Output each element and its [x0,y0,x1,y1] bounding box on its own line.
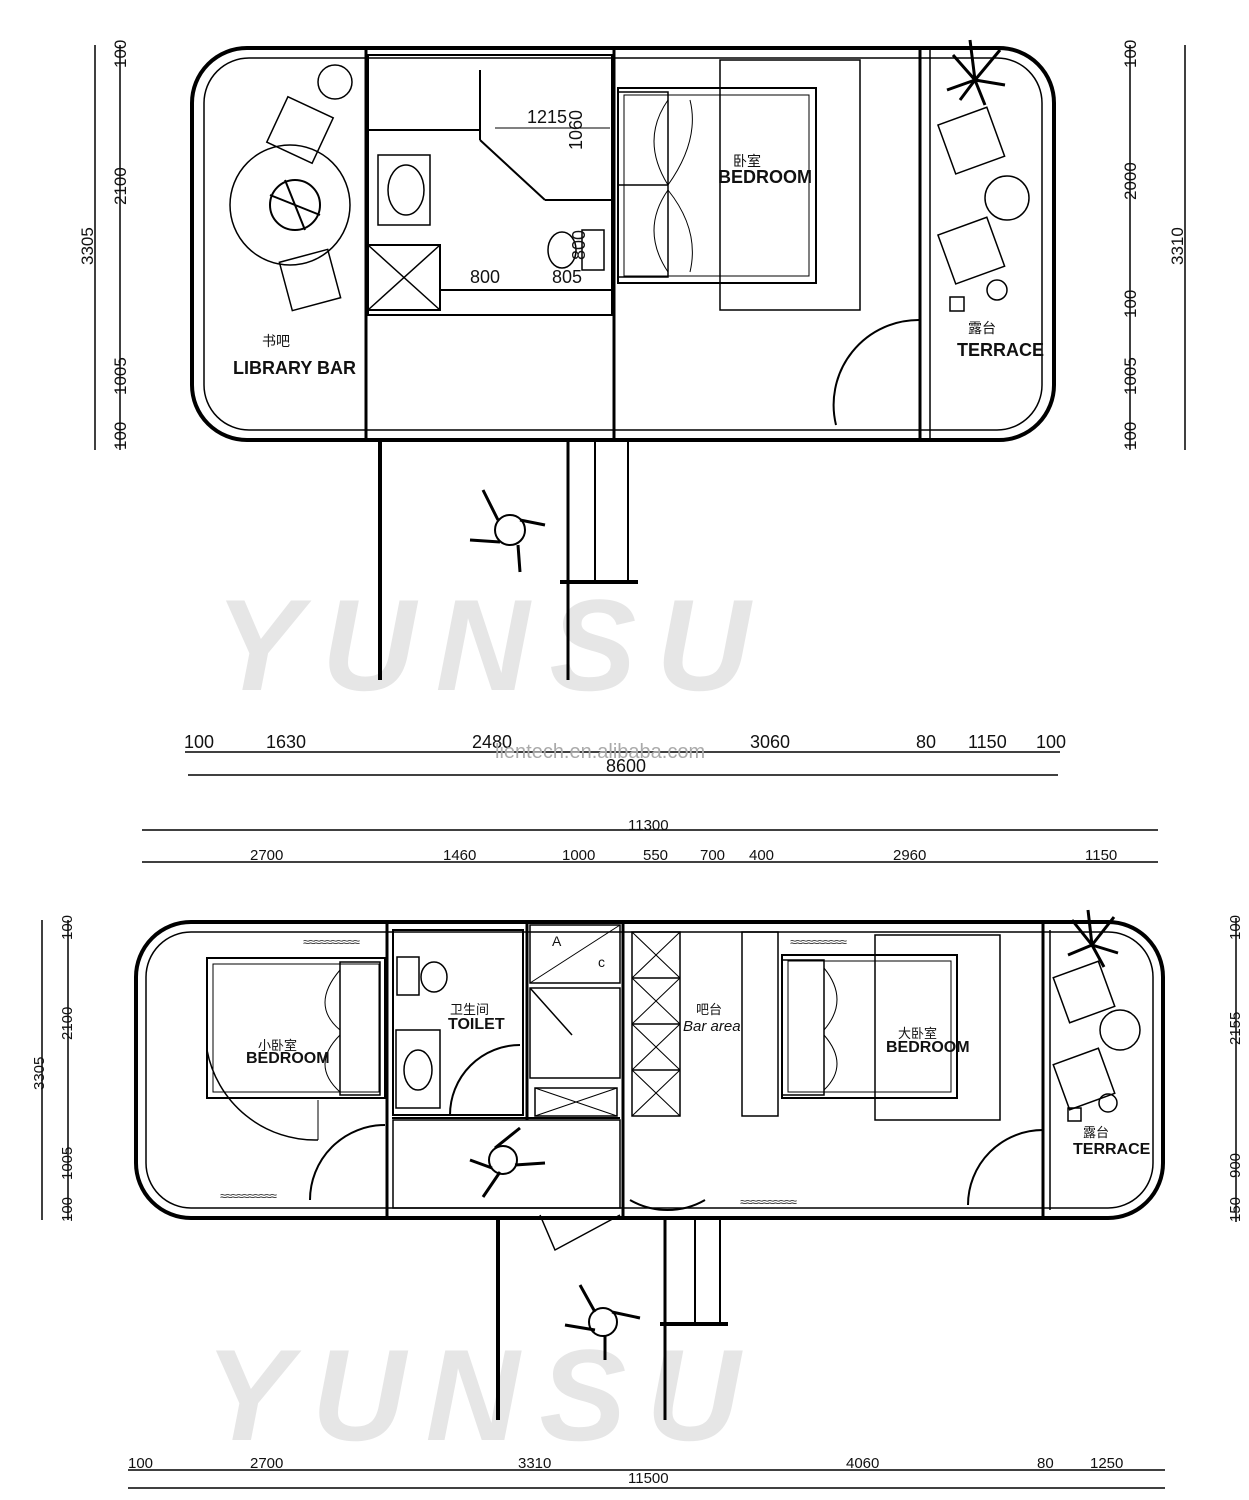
bottom-top-dim-6: 2960 [893,847,926,864]
person-icon-corridor [469,1126,546,1198]
bottom-right-dim-c: 150 [1227,1197,1244,1222]
bottom-bottom-dim-3: 4060 [846,1455,879,1472]
watermark-brand-bottom: YUNSU [205,1322,760,1468]
bottom-top-dim-2: 1000 [562,847,595,864]
bottom-bottom-dim-0: 100 [128,1455,153,1472]
top-bottom-dim-total: 8600 [606,756,646,776]
top-left-dim-total: 3305 [78,227,97,265]
bottom-terrace-label: TERRACE [1073,1141,1151,1158]
svg-text:≈≈≈≈≈≈≈≈≈≈: ≈≈≈≈≈≈≈≈≈≈ [740,1195,797,1209]
top-floor-plan: 1215 1060 800 805 800 卧室 BEDROOM 书吧 LIBR… [78,40,1187,776]
bottom-top-dim-0: 2700 [250,847,283,864]
top-bottom-dim-4: 80 [916,732,936,752]
bottom-terrace-cn-label: 露台 [1083,1126,1109,1141]
master-bedroom-label: BEDROOM [886,1039,970,1056]
top-outer-wall [190,46,1056,442]
top-right-dim-e: 100 [1121,422,1140,450]
svg-text:≈≈≈≈≈≈≈≈≈≈: ≈≈≈≈≈≈≈≈≈≈ [303,935,360,949]
toilet-cn-label: 卫生间 [450,1003,489,1018]
small-bedroom-label: BEDROOM [246,1050,330,1067]
dim-1060: 1060 [566,110,586,150]
bottom-bottom-dim-1: 2700 [250,1455,283,1472]
top-left-dim-b: 2100 [111,167,130,205]
bottom-left-dim-c: 1005 [59,1147,76,1180]
top-left-dim-c: 1005 [111,357,130,395]
bottom-top-dim-total: 11300 [628,817,669,834]
watermark-brand-top: YUNSU [215,572,770,718]
watermark-site: lientech.en.alibaba.com [495,741,705,763]
mark-c: c [598,954,605,970]
bottom-right-dim-total: 2155 [1227,1012,1244,1045]
top-right-dim-total: 3310 [1168,227,1187,265]
terrace-plant-icon [946,39,1006,106]
top-bottom-dim-0: 100 [184,732,214,752]
bottom-right-dim-a: 100 [1227,915,1244,940]
top-right-dim-d: 1005 [1121,357,1140,395]
terrace-plant-icon-bottom [1067,909,1119,968]
bottom-bottom-dim-4: 80 [1037,1455,1054,1472]
top-bottom-dim-1: 1630 [266,732,306,752]
person-icon-top [469,489,546,573]
bottom-top-dim-7: 1150 [1085,847,1117,864]
mark-a: A [552,933,562,949]
dim-800-vertical: 800 [569,230,589,260]
toilet-label: TOILET [448,1016,505,1033]
top-bottom-dim-5: 1150 [968,732,1007,752]
bottom-left-dim-b: 2100 [59,1007,76,1040]
small-bedroom-cn-label: 小卧室 [258,1038,297,1054]
bottom-bottom-dim-total: 11500 [628,1470,669,1487]
top-terrace-label: TERRACE [957,340,1044,360]
library-bar-label: LIBRARY BAR [233,358,356,378]
svg-text:≈≈≈≈≈≈≈≈≈≈: ≈≈≈≈≈≈≈≈≈≈ [220,1189,277,1203]
dim-805: 805 [552,267,582,287]
bar-area-cn-label: 吧台 [696,1003,722,1018]
bottom-top-dim-1: 1460 [443,847,476,864]
top-left-dim-d: 100 [111,422,130,450]
top-bottom-dim-6: 100 [1036,732,1066,752]
dim-1215: 1215 [527,107,567,127]
bottom-right-dim-b: 900 [1227,1153,1244,1178]
bottom-left-dim-a: 100 [59,915,76,940]
bottom-left-dim-d: 100 [59,1197,76,1222]
master-bedroom-cn-label: 大卧室 [898,1026,937,1042]
bar-area-label: Bar area [683,1018,741,1035]
bottom-top-dim-4: 700 [700,847,725,864]
bottom-bottom-dim-5: 1250 [1090,1455,1123,1472]
bottom-bottom-dim-2: 3310 [518,1455,551,1472]
bottom-top-dim-3: 550 [643,847,668,864]
bottom-left-dim-total: 3305 [31,1057,48,1090]
top-bottom-dim-2: 2480 [472,732,512,752]
person-icon-bottom [564,1284,641,1360]
top-terrace-cn-label: 露台 [968,321,996,337]
top-bedroom-cn-label: 卧室 [733,153,761,170]
library-bar-cn-label: 书吧 [262,334,290,350]
top-left-dim-a: 100 [111,40,130,68]
top-right-dim-b: 2000 [1121,162,1140,200]
top-bottom-dim-3: 3060 [750,732,790,752]
top-inner-wall [203,57,1043,431]
top-right-dim-c: 100 [1121,290,1140,318]
top-bedroom-label: BEDROOM [718,167,812,187]
bottom-top-dim-5: 400 [749,847,774,864]
dim-800-horizontal: 800 [470,267,500,287]
svg-text:≈≈≈≈≈≈≈≈≈≈: ≈≈≈≈≈≈≈≈≈≈ [790,935,847,949]
top-right-dim-a: 100 [1121,40,1140,68]
bottom-floor-plan: 11300 2700 1460 1000 550 700 400 2960 11… [31,817,1244,1489]
